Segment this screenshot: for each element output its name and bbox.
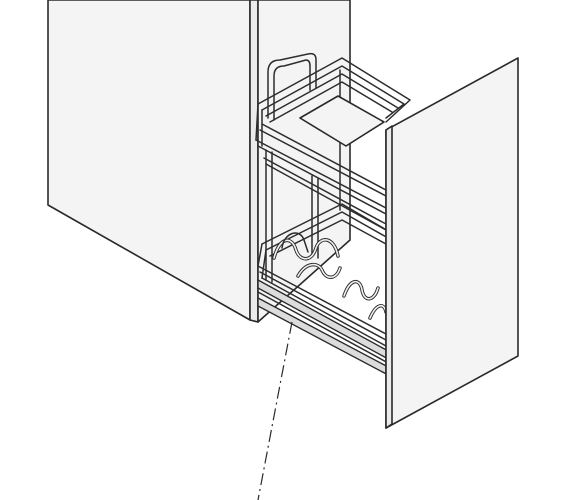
upper-basket-front-rail-5 — [263, 157, 387, 225]
upper-basket-handle-outer — [267, 52, 317, 119]
runner-top — [257, 278, 391, 362]
cabinet-front-edge — [249, 0, 259, 323]
upper-basket-front-rail-4 — [261, 123, 387, 191]
upper-basket — [255, 52, 411, 231]
lower-basket-handle — [281, 232, 309, 253]
bottle-holder-wire-3 — [342, 280, 380, 301]
lower-basket-front-rail-1 — [257, 265, 387, 335]
front-door-panel — [385, 57, 519, 429]
leader-line — [257, 321, 293, 500]
lower-basket-rim-2 — [265, 211, 389, 251]
upper-basket-front-rail-6 — [265, 163, 387, 231]
bottle-holder-wire-3-highlight — [343, 280, 379, 300]
front-door-edge — [385, 125, 393, 429]
bottle-holder-wire-1-highlight — [273, 239, 339, 260]
cabinet-body — [47, 0, 351, 323]
upper-basket-left-cap — [255, 103, 263, 147]
lower-basket-rim-1 — [261, 203, 391, 245]
upper-basket-front-rail-2 — [257, 145, 387, 215]
upper-basket-rim-3 — [265, 73, 399, 117]
lower-basket-front-rail-2 — [259, 271, 387, 341]
drawer-runners — [257, 278, 391, 378]
cabinet-side-panel — [47, 0, 251, 321]
upper-basket-rim-2 — [261, 65, 405, 119]
upper-basket-handle-inner — [273, 59, 311, 121]
bottle-holder-wire-2-highlight — [297, 263, 341, 279]
lower-basket-left-cap — [257, 243, 267, 279]
upper-basket-rim-4 — [269, 81, 393, 123]
upper-basket-floor — [299, 95, 385, 147]
upper-basket-front-rail-1 — [255, 139, 387, 209]
upper-basket-rim-1 — [257, 57, 411, 123]
lower-basket — [257, 203, 391, 347]
runner-edge-line — [257, 291, 391, 365]
lower-basket-front-rail-3 — [261, 277, 387, 347]
upper-basket-front-rail-3 — [259, 129, 387, 197]
